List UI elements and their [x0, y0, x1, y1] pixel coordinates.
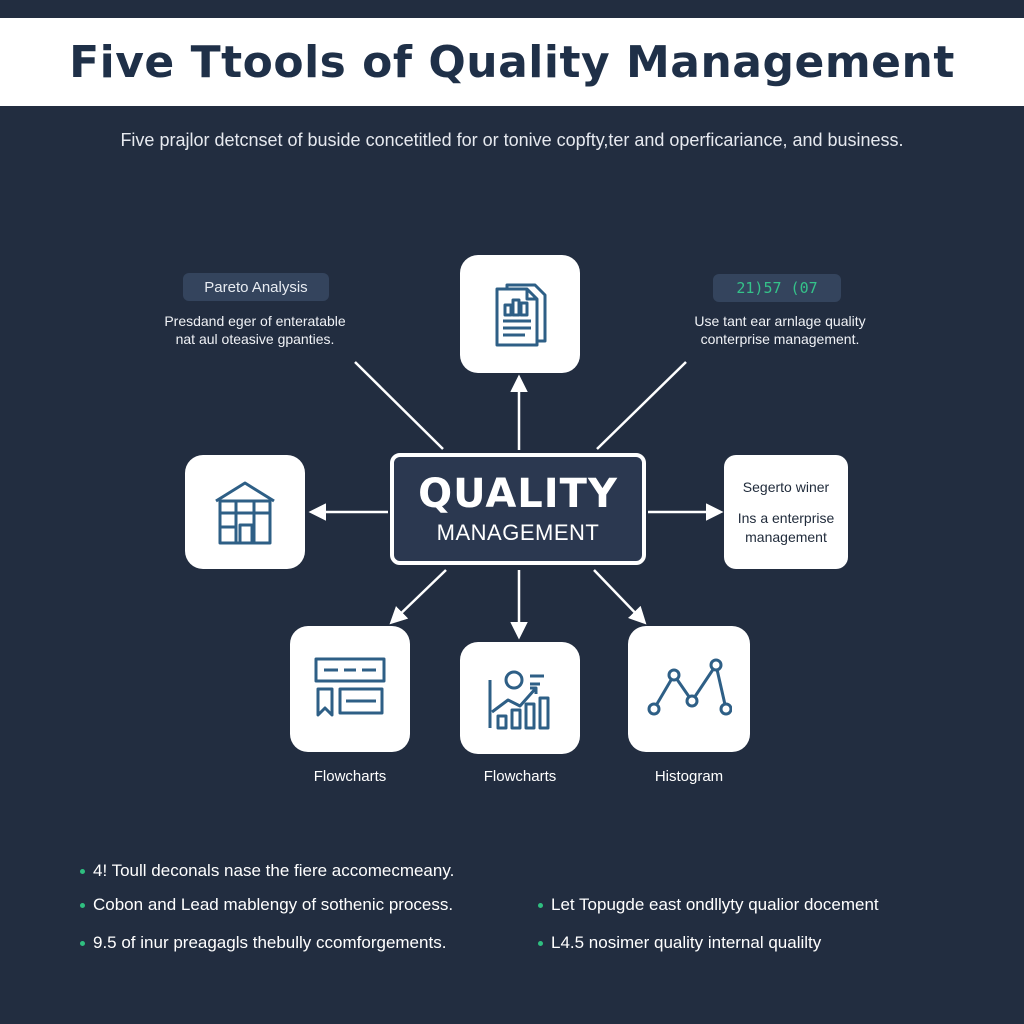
right-card-line-1: Segerto winer	[742, 478, 830, 495]
flowchart-card-1	[290, 626, 410, 752]
histogram-card	[628, 626, 750, 752]
bullet-dot-icon	[80, 902, 85, 908]
bullet-dot-icon	[538, 940, 543, 946]
bullet-dot-icon	[80, 868, 85, 874]
quality-management-hub: QUALITY MANAGEMENT	[390, 453, 646, 565]
bullet-dot-icon	[538, 902, 543, 908]
bottom-label-1: Flowcharts	[313, 768, 387, 785]
hub-title: QUALITY	[418, 471, 618, 517]
top-right-caption: Use tant ear arnlage quality conterprise…	[660, 312, 900, 348]
flowchart-icon	[314, 657, 386, 717]
bar-trend-chart-icon	[488, 670, 550, 730]
top-right-caption-line-1: Use tant ear arnlage quality	[694, 313, 866, 329]
bullet-left-2: Cobon and Lead mablengy of sothenic proc…	[80, 895, 453, 915]
bullet-left-3-text: 9.5 of inur preagagls thebully ccomforge…	[93, 933, 447, 952]
bullet-right-2-text: L4.5 nosimer quality internal qualilty	[551, 933, 822, 952]
bullet-dot-icon	[80, 940, 85, 946]
bottom-label-3: Histogram	[654, 768, 724, 785]
bullet-left-2-text: Cobon and Lead mablengy of sothenic proc…	[93, 895, 454, 914]
bullet-right-1-text: Let Topugde east ondllyty qualior doceme…	[551, 895, 879, 914]
bullet-right-2: L4.5 nosimer quality internal qualilty	[538, 933, 821, 953]
pareto-analysis-tag: Pareto Analysis	[183, 273, 329, 301]
bullet-right-1: Let Topugde east ondllyty qualior doceme…	[538, 895, 879, 915]
page-subtitle: Five prajlor detcnset of buside concetit…	[120, 130, 904, 150]
bullet-left-1-text: 4! Toull deconals nase the fiere accomec…	[93, 861, 455, 880]
building-icon	[215, 481, 275, 545]
arrow-bottom-left	[389, 569, 447, 625]
top-right-tag: 21)57 (07	[713, 274, 841, 302]
document-chart-icon	[495, 283, 547, 347]
line-chart-icon	[647, 658, 732, 716]
page-title: Five Ttools of Quality Management	[69, 36, 955, 88]
right-card-line-3: management	[745, 528, 827, 545]
hub-subtitle: MANAGEMENT	[436, 520, 600, 545]
flowchart-card-2	[460, 642, 580, 754]
left-tool-card	[185, 455, 305, 569]
line-top-left	[354, 361, 444, 450]
top-left-caption: Presdand eger of enteratable nat aul ote…	[140, 312, 370, 348]
line-top-right	[596, 361, 687, 450]
right-tool-card: Segerto winer Ins a enterprise managemen…	[724, 455, 848, 569]
top-left-caption-line-1: Presdand eger of enteratable	[164, 313, 346, 329]
right-card-line-2: Ins a enterprise	[737, 509, 835, 526]
arrow-bottom-right	[593, 569, 647, 625]
top-left-caption-line-2: nat aul oteasive gpanties.	[175, 331, 335, 347]
bullet-left-3: 9.5 of inur preagagls thebully ccomforge…	[80, 933, 446, 953]
top-right-caption-line-2: conterprise management.	[700, 331, 860, 347]
bullet-left-1: 4! Toull deconals nase the fiere accomec…	[80, 861, 454, 881]
title-bar: Five Ttools of Quality Management	[0, 18, 1024, 106]
top-tool-card	[460, 255, 580, 373]
bottom-label-2: Flowcharts	[483, 768, 557, 785]
